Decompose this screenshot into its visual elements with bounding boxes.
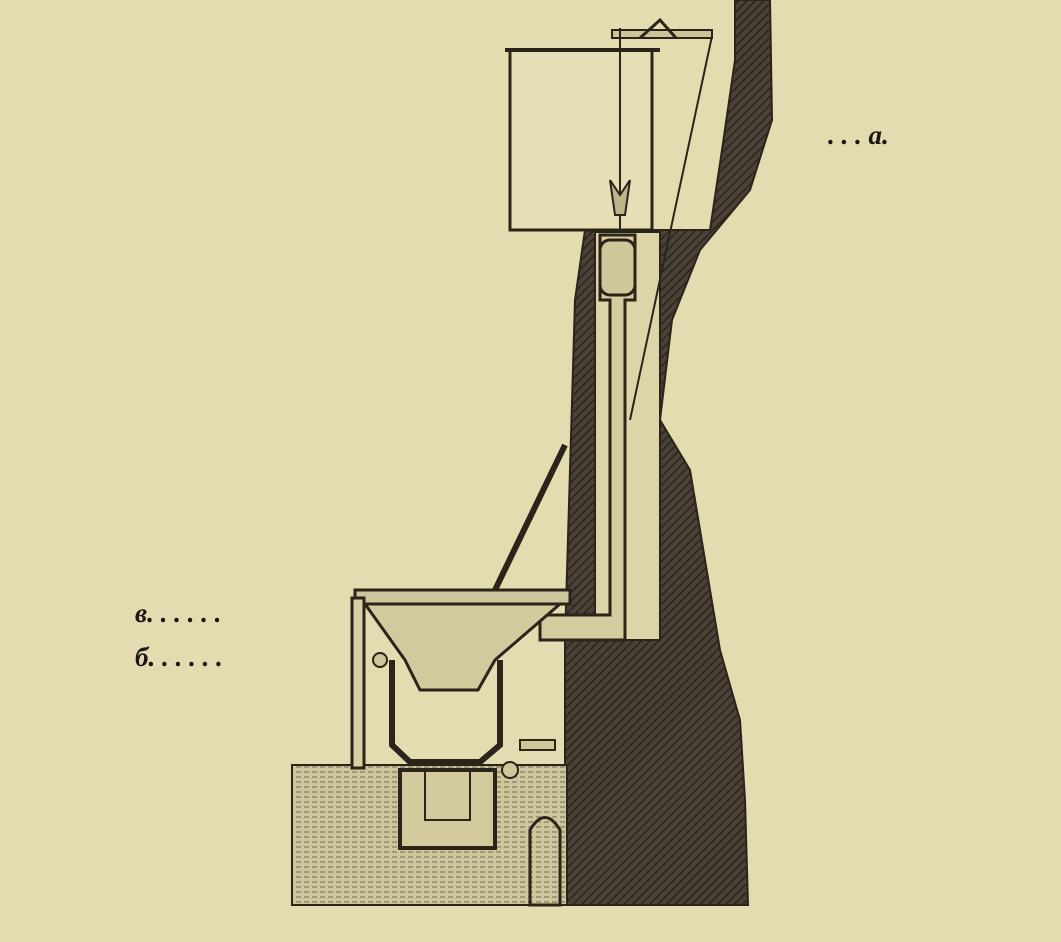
float-valve [609,179,631,216]
callout-label-v: в. . . . . . [135,598,221,629]
bowl-body [389,660,503,765]
callout-label-b: б. . . . . . [135,642,223,673]
trap [398,768,497,850]
pull-rod [629,35,713,421]
label-text: б. [135,642,156,672]
wall-section [564,0,774,906]
seat-board [353,588,572,606]
bowl [362,602,565,692]
pipe-valve [598,238,637,297]
leader-dots: . . . . . [161,642,223,672]
label-text: a. [868,120,889,150]
callout-label-a: . . . a. [828,120,889,151]
cabinet-front [350,596,366,770]
cistern-tank [508,48,654,232]
seat-lid [492,443,568,592]
cistern-lever [611,29,713,39]
label-text: в. [135,598,154,628]
leader-dots: . . . [828,120,862,150]
leader-dots: . . . . . [160,598,222,628]
